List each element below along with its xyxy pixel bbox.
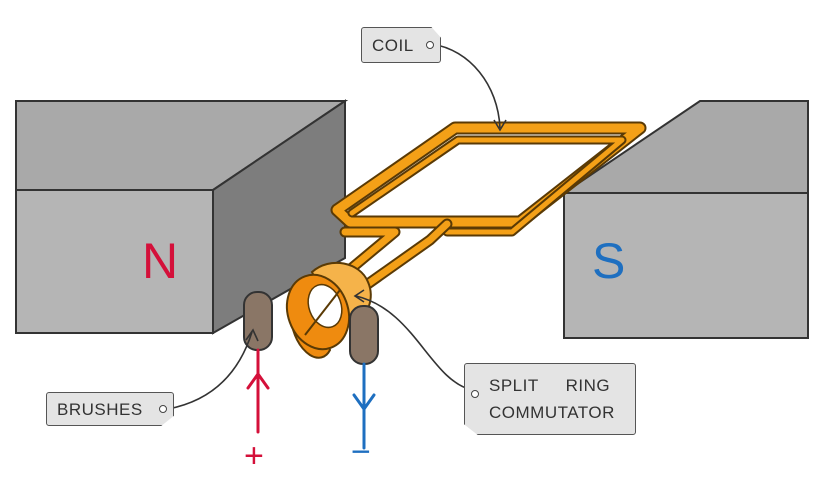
- coil-label: COIL: [361, 27, 441, 63]
- commutator-gap: [307, 283, 343, 329]
- brushes-leader-arrow: [245, 328, 259, 342]
- brushes-label: BRUSHES: [46, 392, 174, 426]
- coil-inner: [349, 137, 625, 235]
- south-magnet: [560, 100, 809, 339]
- brushes-label-text: BRUSHES: [57, 400, 143, 419]
- south-magnet-top-face: [560, 100, 809, 194]
- north-magnet-front-face: [15, 189, 214, 334]
- brushes-label-pin-icon: [159, 405, 167, 413]
- positive-wire-arrow: [246, 371, 270, 390]
- brush-right: [349, 305, 379, 365]
- brushes-leader: [167, 331, 253, 410]
- leader-lines: [167, 43, 507, 410]
- negative-wire: [352, 362, 376, 450]
- south-pole-label: S: [592, 233, 626, 289]
- positive-wire: [246, 348, 270, 434]
- coil-leader-arrow: [493, 119, 507, 132]
- coil-lead-1: [331, 228, 399, 286]
- negative-wire-arrow: [352, 393, 376, 412]
- commutator-label-line2: COMMUTATOR: [489, 403, 615, 422]
- negative-terminal-sign: −: [351, 433, 371, 471]
- commutator-leader: [355, 295, 473, 391]
- coil-label-text: COIL: [372, 36, 414, 55]
- commutator-label: SPLIT RING COMMUTATOR: [464, 363, 636, 435]
- south-magnet-front-face: [563, 192, 809, 339]
- coil-leader: [431, 43, 501, 129]
- commutator-split: [304, 289, 341, 336]
- coil-lead-2: [361, 220, 451, 290]
- commutator-leader-arrow: [353, 289, 365, 303]
- commutator-label-pin-icon: [471, 390, 479, 398]
- commutator-label-line1: SPLIT RING: [489, 376, 611, 395]
- coil-label-pin-icon: [426, 41, 434, 49]
- coil: [329, 121, 647, 292]
- positive-terminal-sign: +: [244, 437, 264, 475]
- north-pole-label: N: [142, 233, 179, 289]
